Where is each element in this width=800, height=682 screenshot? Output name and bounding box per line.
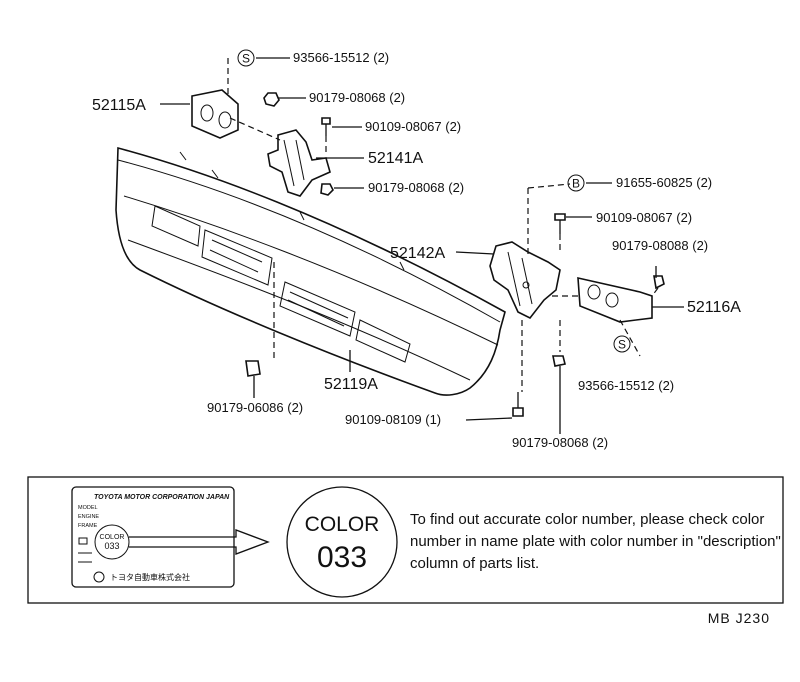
callout-90109-right: 90109-08067 (2) xyxy=(596,210,692,225)
bracket-52116a-part xyxy=(577,276,653,323)
callout-52142a: 52142A xyxy=(390,245,445,262)
svg-text:COLOR: COLOR xyxy=(100,534,125,541)
bracket-52141a-part xyxy=(267,129,331,197)
color-info-box: TOYOTA MOTOR CORPORATION JAPAN MODEL ENG… xyxy=(27,476,784,604)
svg-text:033: 033 xyxy=(317,541,367,574)
svg-text:S: S xyxy=(242,52,250,66)
callout-91655: 91655-60825 (2) xyxy=(616,175,712,190)
leader-lines xyxy=(160,57,684,434)
callout-52116a: 52116A xyxy=(687,299,741,316)
svg-text:トヨタ自動車株式会社: トヨタ自動車株式会社 xyxy=(110,572,190,582)
svg-text:B: B xyxy=(572,177,580,191)
bracket-52142a-part xyxy=(489,241,561,320)
figure-code: MB J230 xyxy=(707,610,770,626)
svg-text:033: 033 xyxy=(104,541,119,551)
s-marker-right: S xyxy=(613,335,631,353)
nut-top-left-part xyxy=(263,92,280,107)
callout-52141a: 52141A xyxy=(368,150,423,167)
bumper-cover-part xyxy=(115,146,506,396)
callout-90179-bottom-left: 90179-06086 (2) xyxy=(207,400,303,415)
b-marker-right: B xyxy=(567,174,585,192)
callout-90109-left: 90109-08067 (2) xyxy=(365,119,461,134)
color-033-badge: COLOR 033 xyxy=(286,486,398,598)
arrow-right-icon xyxy=(129,529,270,555)
svg-text:MODEL: MODEL xyxy=(78,505,98,511)
svg-text:TOYOTA MOTOR CORPORATION JAPAN: TOYOTA MOTOR CORPORATION JAPAN xyxy=(94,494,230,501)
assembly-dashed-lines xyxy=(227,58,659,392)
nut-left-lower-part xyxy=(320,183,334,196)
callout-labels: 93566-15512 (2) 52115A 90179-08068 (2) 9… xyxy=(92,50,741,450)
bracket-52115a-part xyxy=(191,89,239,139)
callout-90109-bottom: 90109-08109 (1) xyxy=(345,412,441,427)
callout-90179-right: 90179-08088 (2) xyxy=(612,238,708,253)
bolt-right-part xyxy=(554,213,566,234)
callout-93566-top: 93566-15512 (2) xyxy=(293,50,389,65)
callout-52119a: 52119A xyxy=(324,376,378,393)
svg-text:COLOR: COLOR xyxy=(305,513,380,536)
s-marker-top: S xyxy=(237,49,255,67)
callout-90179-bottom-right: 90179-08068 (2) xyxy=(512,435,608,450)
callout-90179-left-lower: 90179-08068 (2) xyxy=(368,180,464,195)
nut-bottom-left-part xyxy=(245,360,261,377)
nut-bottom-right-part xyxy=(552,355,566,367)
nut-right-part xyxy=(653,275,665,290)
bolt-bottom-part xyxy=(512,392,524,417)
callout-93566-right: 93566-15512 (2) xyxy=(578,378,674,393)
callout-52115a: 52115A xyxy=(92,97,146,114)
color-note-text: To find out accurate color number, pleas… xyxy=(410,511,781,572)
svg-text:ENGINE: ENGINE xyxy=(78,514,99,520)
callout-90179-top: 90179-08068 (2) xyxy=(309,90,405,105)
svg-text:S: S xyxy=(618,338,626,352)
svg-text:FRAME: FRAME xyxy=(78,523,98,529)
bolt-left-part xyxy=(321,117,331,136)
